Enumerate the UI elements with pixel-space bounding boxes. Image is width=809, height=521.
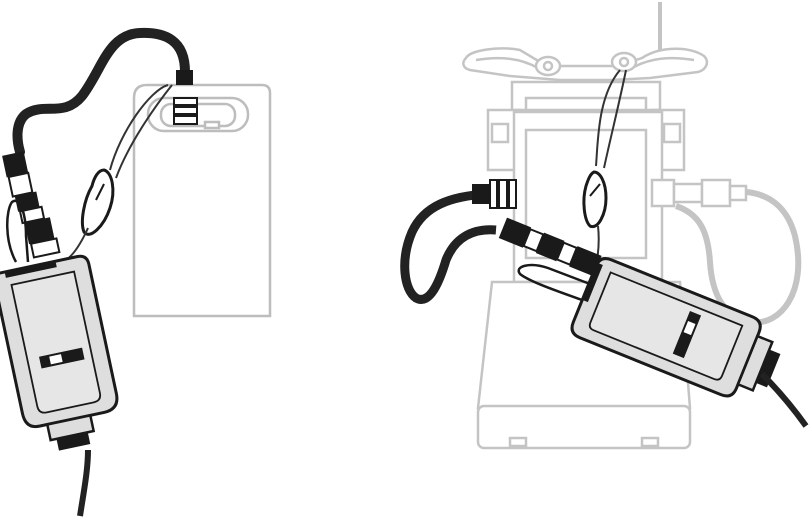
left-lanyard [109, 84, 173, 179]
right-power-cable [400, 189, 497, 304]
right-output-cable [759, 371, 809, 428]
frame-grey-cable [674, 188, 802, 326]
frame-grey-connector [650, 178, 748, 208]
left-controller [0, 254, 119, 451]
left-output-cable [77, 449, 91, 517]
right-wire-hook [517, 263, 591, 302]
left-connector-stack [2, 151, 61, 259]
battery-connector [173, 70, 198, 125]
left-wire-hook [5, 199, 30, 263]
right-panel [400, 2, 809, 450]
left-power-cable [12, 27, 190, 157]
frame-black-connector [472, 179, 517, 209]
left-panel [0, 27, 272, 517]
right-carabiner [582, 170, 608, 229]
right-lanyard [595, 69, 627, 169]
battery-pack [132, 83, 272, 318]
left-carabiner [80, 168, 115, 236]
right-connector-stack [498, 217, 602, 277]
backpack-frame [462, 2, 709, 450]
